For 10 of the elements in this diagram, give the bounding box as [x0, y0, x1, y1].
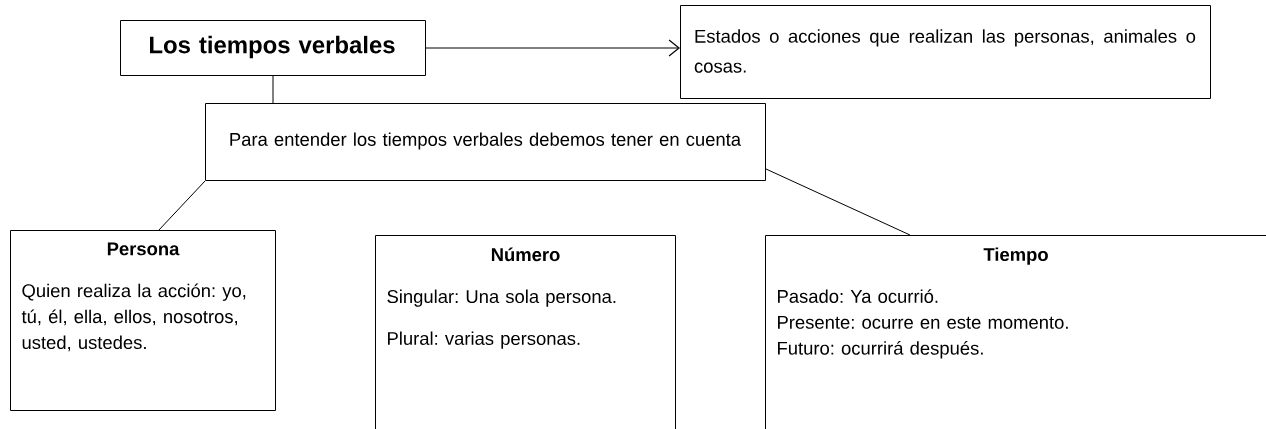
title-box: Los tiempos verbales: [120, 20, 426, 76]
intro-box: Para entender los tiempos verbales debemos tener en cuenta: [205, 103, 766, 181]
connector: [425, 39, 680, 57]
section-box: Número Singular: Una sola persona. Plural: varias personas.: [375, 235, 676, 429]
connector: [272, 75, 274, 104]
connector: [765, 168, 911, 236]
definition-box: Estados o acciones que realizan las personas, animales o cosas.: [680, 5, 1211, 99]
connector: [158, 180, 206, 231]
section-box: Tiempo Pasado: Ya ocurrió. Presente: ocurre en este momento. Futuro: ocurrirá después.: [765, 235, 1266, 429]
section-box: Persona Quien realiza la acción: yo, tú, él, ella, ellos, nosotros, usted, ustedes.: [10, 230, 276, 411]
